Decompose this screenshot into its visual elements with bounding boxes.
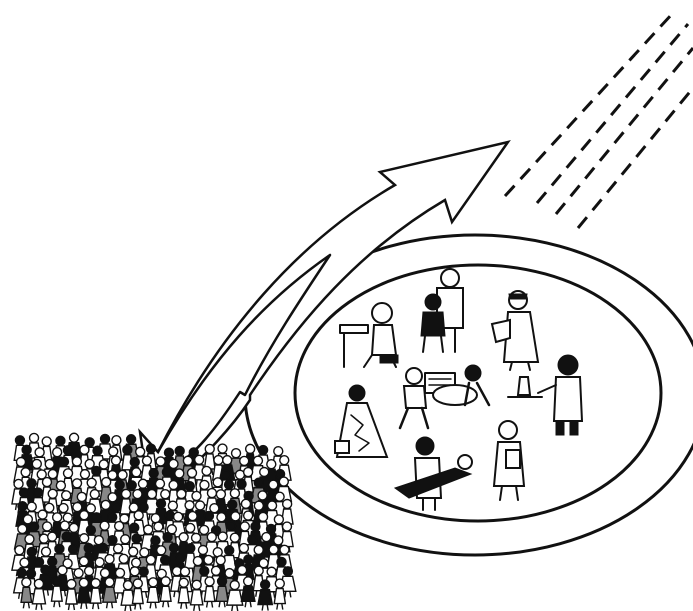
pharmacist-icon [507, 354, 584, 436]
crowd-person [189, 579, 204, 611]
crowd-person [215, 576, 229, 608]
nurse-holding-cloth-icon [490, 290, 540, 371]
dressed-woman-icon [334, 384, 389, 458]
crowd-person [101, 577, 118, 609]
crowd-person [273, 578, 287, 610]
running-worker-icon [398, 367, 430, 430]
crowd-person [20, 577, 33, 609]
crowd-person [203, 576, 216, 608]
crowd-person [65, 578, 78, 611]
crowd-person [252, 565, 265, 597]
patient-on-stretcher-icon [424, 364, 491, 407]
crowd-person [119, 488, 133, 521]
crowd-person [31, 578, 47, 610]
crowd-person [159, 576, 172, 608]
nurse-with-clipboard-icon [492, 420, 526, 501]
crowd-person [203, 443, 216, 476]
crowd-person [279, 566, 297, 598]
crowd-person [146, 577, 160, 609]
crowd-person [50, 575, 63, 608]
crowd-person [76, 577, 91, 609]
dashed-rays [503, 12, 693, 229]
crowd-person [177, 577, 191, 609]
crowd-person [131, 578, 144, 610]
crowd-person [30, 487, 46, 519]
seated-typist-icon [339, 302, 399, 368]
caregiver-with-patient-icon [393, 436, 473, 511]
crowd-person [183, 542, 197, 575]
crowd-person [257, 579, 274, 611]
crowd-person [240, 576, 256, 608]
reading-worker-icon [420, 268, 464, 353]
crowd-person [89, 577, 102, 610]
crowd-of-people [11, 432, 297, 611]
crowd-person [120, 579, 136, 611]
crowd-person [225, 579, 244, 611]
double-headed-curved-arrow [138, 140, 511, 504]
